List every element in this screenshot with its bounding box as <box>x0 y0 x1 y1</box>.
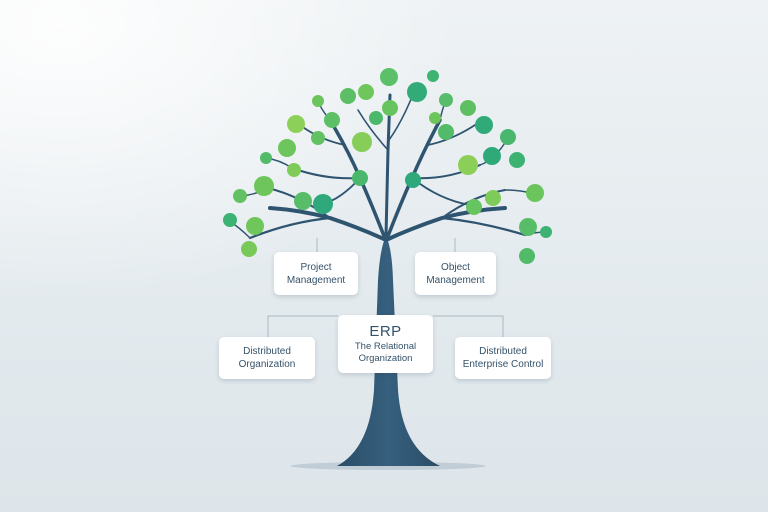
leaf <box>223 213 237 227</box>
leaf <box>311 131 325 145</box>
leaf <box>500 129 516 145</box>
leaf <box>519 248 535 264</box>
node-label-line2: Organization <box>238 359 296 370</box>
leaf <box>287 163 301 177</box>
leaf <box>466 199 482 215</box>
leaf <box>313 194 333 214</box>
leaf <box>483 147 501 165</box>
connector-lines <box>267 238 504 337</box>
leaf <box>233 189 247 203</box>
leaf <box>358 84 374 100</box>
node-label-line2: Enterprise Control <box>462 359 544 370</box>
node-label-line1: Distributed <box>243 346 291 357</box>
node-title: ERP <box>369 323 402 340</box>
leaf <box>254 176 274 196</box>
leaf <box>382 100 398 116</box>
node-label-line2: Management <box>286 274 346 286</box>
leaf <box>460 100 476 116</box>
node-erp-center: ERP The Relational Organization <box>338 315 433 373</box>
leaf <box>294 192 312 210</box>
node-label-line2: Management <box>426 274 485 286</box>
node-label-line1: Distributed <box>479 346 527 357</box>
leaf <box>438 124 454 140</box>
leaf <box>312 95 324 107</box>
leaf <box>439 93 453 107</box>
leaf <box>405 172 421 188</box>
leaf <box>260 152 272 164</box>
leaf <box>324 112 340 128</box>
leaf <box>526 184 544 202</box>
leaf <box>287 115 305 133</box>
tree-leaves <box>223 68 552 264</box>
node-label-line1: Project <box>300 261 332 273</box>
leaf <box>458 155 478 175</box>
node-label-line1: The Relational <box>354 341 417 352</box>
leaf <box>380 68 398 86</box>
leaf <box>485 190 501 206</box>
leaf <box>509 152 525 168</box>
leaf <box>407 82 427 102</box>
leaf <box>369 111 383 125</box>
leaf <box>475 116 493 134</box>
node-distributed-organization: Distributed Organization <box>219 337 315 379</box>
node-project-management: Project Management <box>274 252 358 295</box>
leaf <box>352 132 372 152</box>
node-label-line1: Object <box>441 261 470 273</box>
leaf <box>427 70 439 82</box>
leaf <box>519 218 537 236</box>
leaf <box>241 241 257 257</box>
leaf <box>429 112 441 124</box>
node-enterprise-control: Distributed Enterprise Control <box>455 337 551 379</box>
node-label-line2: Organization <box>358 353 413 364</box>
node-object-management: Object Management <box>415 252 496 295</box>
leaf <box>352 170 368 186</box>
leaf <box>278 139 296 157</box>
leaf <box>540 226 552 238</box>
leaf <box>246 217 264 235</box>
leaf <box>340 88 356 104</box>
